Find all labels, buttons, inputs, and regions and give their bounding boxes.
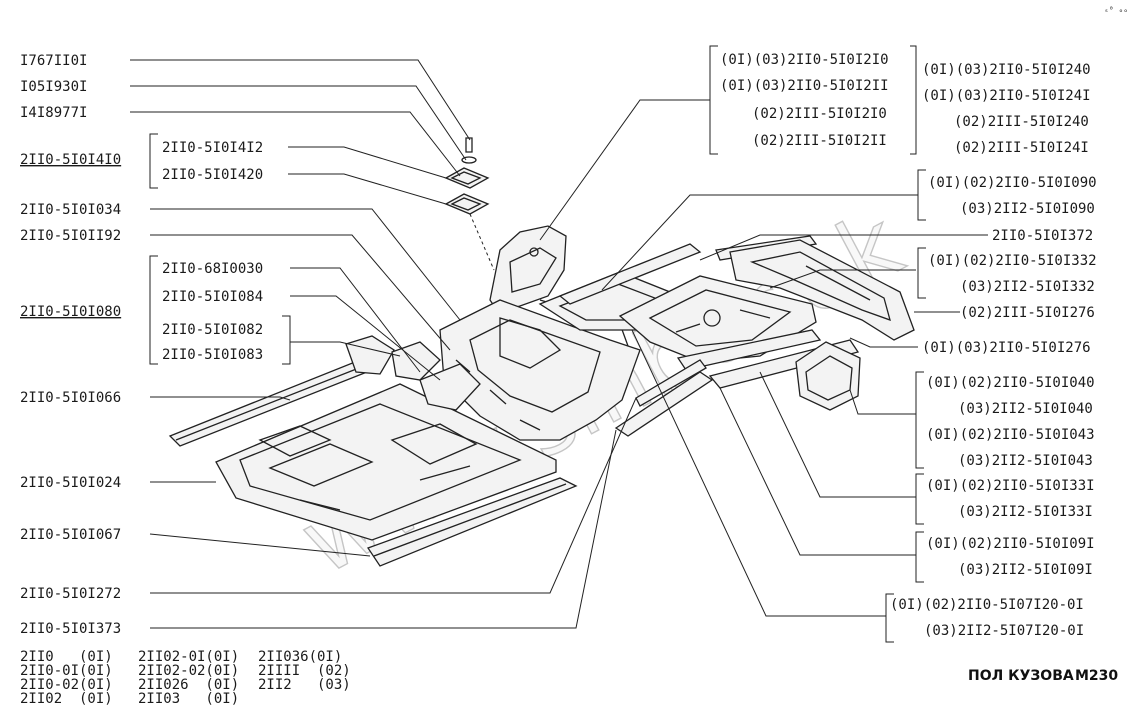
label-part: 2II0-5I0I420 [162, 167, 263, 183]
label-part: (03)2II2-5I07I20-0I [924, 623, 1084, 639]
label-part: 2II0-5I0II92 [20, 228, 121, 244]
label-part: 2II0-5I0I034 [20, 202, 121, 218]
label-part: 2II0-5I0I373 [20, 621, 121, 637]
label-part: (02)2III-5I0I2II [752, 133, 887, 149]
model-entry: 2II0-02(0I) [20, 677, 113, 693]
left-floor-pan [215, 383, 557, 541]
model-entry: 2II02 (0I) [20, 691, 113, 707]
model-entry: 2II2 (03) [258, 677, 351, 693]
model-entry: 2II0-0I(0I) [20, 663, 113, 679]
label-part: 2II0-5I0I082 [162, 322, 263, 338]
model-entry: 2II026 (0I) [138, 677, 239, 693]
label-part: (0I)(03)2II0-5I0I2II [720, 78, 889, 94]
model-entry: 2II02-02(0I) [138, 663, 239, 679]
label-part: 2II0-5I0I4I2 [162, 140, 263, 156]
label-part: (0I)(03)2II0-5I0I2I0 [720, 52, 889, 68]
label-part: (0I)(02)2II0-5I0I33I [926, 478, 1095, 494]
label-part: (0I)(03)2II0-5I0I276 [922, 340, 1091, 356]
label-part: 2II0-68I0030 [162, 261, 263, 277]
label-part: (0I)(02)2II0-5I0I043 [926, 427, 1095, 443]
label-part: (03)2II2-5I0I332 [960, 279, 1095, 295]
label-part: (0I)(02)2II0-5I0I332 [928, 253, 1097, 269]
fastener-stack [444, 137, 495, 271]
model-entry: 2IIII (02) [258, 663, 351, 679]
trunk-floor [729, 239, 915, 341]
floor-parts-illustration [168, 137, 915, 567]
label-part: (02)2III-5I0I2I0 [752, 106, 887, 122]
label-part: (0I)(02)2II0-5I0I040 [926, 375, 1095, 391]
left-sill [367, 477, 578, 567]
label-part: (0I)(02)2II0-5I0I09I [926, 536, 1095, 552]
label-part: I767II0I [20, 53, 87, 69]
label-part: (02)2III-5I0I276 [960, 305, 1095, 321]
label-part: (02)2III-5I0I240 [954, 114, 1089, 130]
label-part: (0I)(03)2II0-5I0I240 [922, 62, 1091, 78]
corner-mark: ₛ⁰ ₒₒₒ [1104, 5, 1129, 14]
label-part: 2II0-5I0I372 [992, 228, 1093, 244]
right-labels: (0I)(03)2II0-5I0I2I0 (0I)(03)2II0-5I0I2I… [720, 52, 1097, 639]
label-part: I05I930I [20, 79, 87, 95]
leader-lines [130, 59, 988, 629]
label-part: 2II0-5I0I067 [20, 527, 121, 543]
label-part: 2II0-5I0I066 [20, 390, 121, 406]
label-part: 2II0-5I0I080 [20, 304, 121, 320]
model-entry: 2II036(0I) [258, 649, 342, 665]
label-part: I4I8977I [20, 105, 87, 121]
label-part: 2II0-5I0I272 [20, 586, 121, 602]
label-part: 2II0-5I0I084 [162, 289, 263, 305]
model-table: 2II0 (0I) 2II0-0I(0I) 2II0-02(0I) 2II02 … [20, 649, 351, 707]
page-title: ПОЛ КУЗОВА [968, 668, 1074, 684]
label-part: (03)2II2-5I0I043 [958, 453, 1093, 469]
model-entry: 2II0 (0I) [20, 649, 113, 665]
model-entry: 2II03 (0I) [138, 691, 239, 707]
label-part: (02)2III-5I0I24I [954, 140, 1089, 156]
label-part: (03)2II2-5I0I33I [958, 504, 1093, 520]
rear-bracket [795, 341, 861, 411]
label-part: (0I)(02)2II0-5I07I20-0I [890, 597, 1084, 613]
label-part: (0I)(02)2II0-5I0I090 [928, 175, 1097, 191]
label-part: (03)2II2-5I0I09I [958, 562, 1093, 578]
page-code: M230 [1075, 668, 1118, 684]
label-brackets [149, 45, 926, 643]
label-part: 2II0-5I0I083 [162, 347, 263, 363]
label-part: 2II0-5I0I4I0 [20, 152, 121, 168]
model-entry: 2II02-0I(0I) [138, 649, 239, 665]
left-labels: I767II0I I05I930I I4I8977I 2II0-5I0I4I0 … [20, 53, 263, 637]
label-part: (03)2II2-5I0I040 [958, 401, 1093, 417]
label-part: 2II0-5I0I024 [20, 475, 121, 491]
label-part: (0I)(03)2II0-5I0I24I [922, 88, 1091, 104]
label-part: (03)2II2-5I0I090 [960, 201, 1095, 217]
